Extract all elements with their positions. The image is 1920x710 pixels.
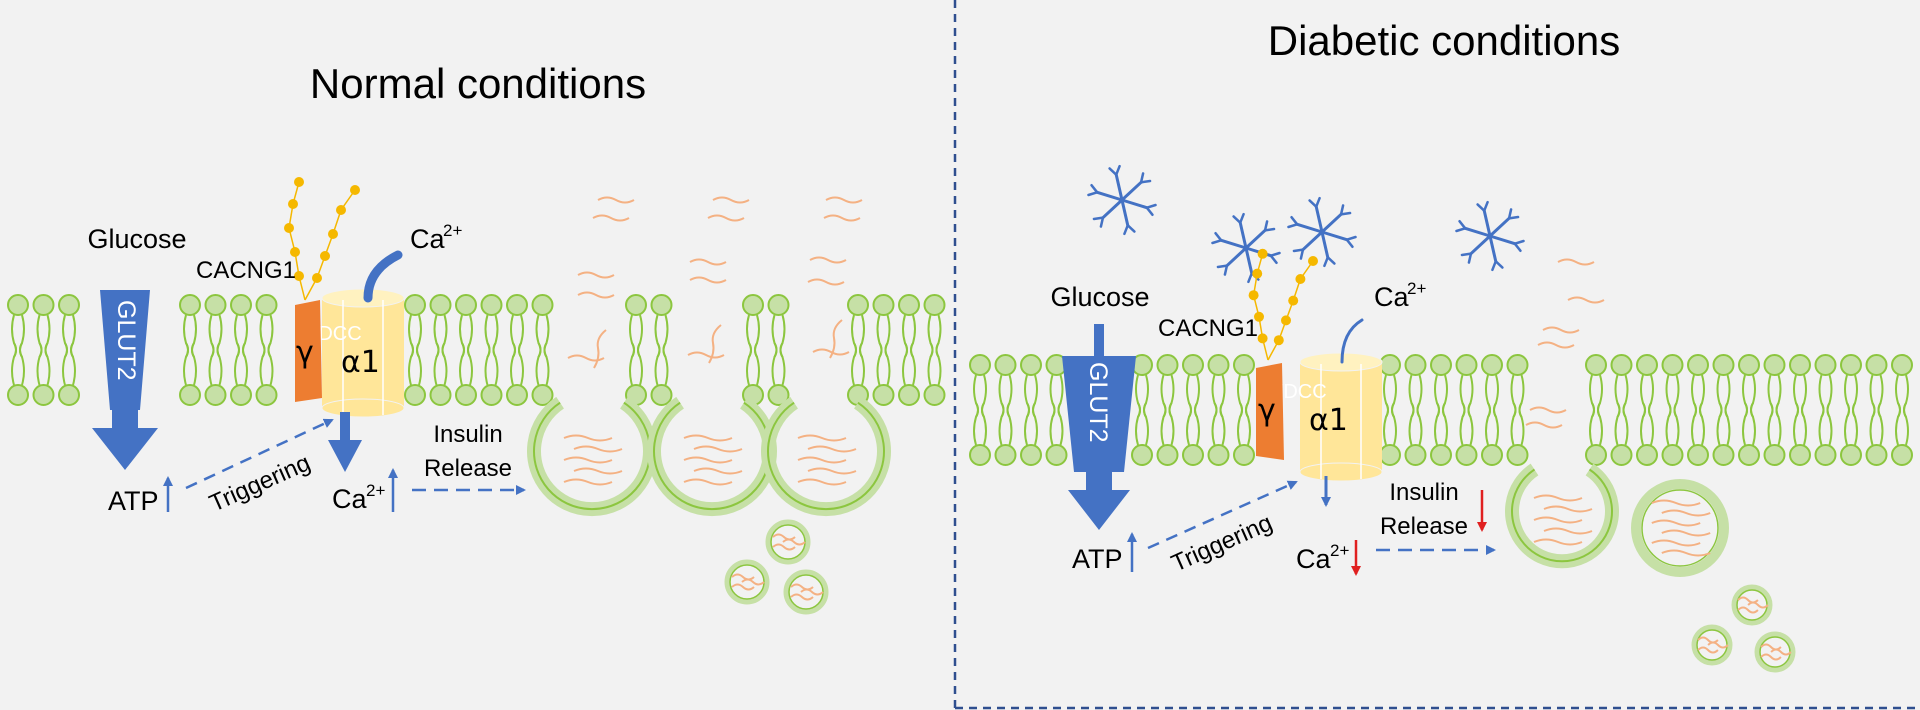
channel-pore-ca-entry [363, 250, 403, 303]
exocytosis-vesicles-diabetic [1505, 258, 1796, 673]
alpha1-label: α1 [341, 345, 380, 380]
cacng1-glycan [284, 177, 360, 301]
diabetic-title: Diabetic conditions [1268, 17, 1621, 64]
insulin-granule [1691, 624, 1733, 666]
released-insulin [1525, 258, 1605, 429]
insulin-granule [724, 559, 770, 605]
glut2-transporter: GLUT2 [92, 290, 158, 470]
branched-glycan-icon [1455, 200, 1525, 272]
vdcc-channel: VDCC α1 γ [295, 250, 405, 472]
ca-influx-arrow [328, 440, 362, 472]
atp-label: ATP [108, 486, 159, 516]
glucose-label: Glucose [87, 224, 186, 254]
cacng1-label: CACNG1 [1158, 315, 1258, 342]
alpha1-label: α1 [1309, 403, 1348, 438]
insulin-granule [1631, 479, 1729, 577]
fusing-vesicle [647, 396, 777, 517]
diabetic-panel: Diabetic conditions GLUT2 Glucose ATP Tr… [969, 17, 1913, 673]
vdcc-channel: VDCC α1 γ [1256, 318, 1383, 507]
insulin-release-line2: Release [424, 455, 512, 482]
insulin-granule [765, 519, 811, 565]
gamma-subunit [295, 300, 322, 402]
atp-label: ATP [1072, 544, 1123, 574]
membrane-diabetic-left [969, 354, 1255, 466]
ca-bottom-label: Ca [332, 484, 367, 514]
insulin-granule [1754, 631, 1796, 673]
fusing-vesicle [1505, 463, 1619, 569]
fusing-vesicle [527, 396, 657, 517]
channel-pore-ca-entry [1340, 318, 1364, 364]
glut2-transporter: GLUT2 [1062, 324, 1136, 530]
triggering-arrow [185, 418, 334, 490]
cacng1-glycan [1248, 248, 1318, 361]
exocytosis-vesicles-normal [527, 196, 891, 615]
ca-top-label: Ca [410, 224, 445, 254]
glucose-label: Glucose [1050, 282, 1149, 312]
fusing-vesicle [761, 396, 891, 517]
insulin-release-line1: Insulin [433, 421, 502, 448]
branched-glycan-icon [1287, 196, 1357, 268]
cacng1-label: CACNG1 [196, 257, 296, 284]
triggering-arrow [1147, 480, 1298, 550]
insulin-release-line2: Release [1380, 513, 1468, 540]
triggering-label: Triggering [205, 449, 314, 517]
insulin-release-line1: Insulin [1389, 479, 1458, 506]
ca-bottom-charge: 2+ [366, 481, 385, 500]
membrane-normal-mid [179, 294, 554, 406]
normal-panel: Normal conditions GLUT2 Glucose ATP T [7, 60, 946, 615]
gamma-subunit [1256, 363, 1284, 460]
glut2-label: GLUT2 [1084, 362, 1112, 443]
membrane-normal-left [7, 294, 80, 406]
triggering-label: Triggering [1167, 509, 1276, 577]
ca-top-charge: 2+ [443, 221, 462, 240]
branched-glycan-icon [1087, 164, 1157, 236]
ca-bottom-charge: 2+ [1330, 541, 1349, 560]
gamma-label: γ [1258, 393, 1276, 428]
branched-glycan-icons [1087, 164, 1525, 284]
insulin-granule [783, 569, 829, 615]
released-insulin [567, 196, 863, 369]
membrane-normal-right [625, 294, 946, 406]
ca-top-charge: 2+ [1407, 279, 1426, 298]
vdcc-label: VDCC [1270, 381, 1327, 403]
branched-glycan-icon [1211, 212, 1281, 284]
glut2-label: GLUT2 [112, 300, 140, 381]
insulin-granule [1731, 584, 1773, 626]
gamma-label: γ [296, 335, 314, 370]
membrane-diabetic-right [1379, 354, 1913, 466]
ca-bottom-label: Ca [1296, 544, 1331, 574]
normal-title: Normal conditions [310, 60, 646, 107]
ca-top-label: Ca [1374, 282, 1409, 312]
